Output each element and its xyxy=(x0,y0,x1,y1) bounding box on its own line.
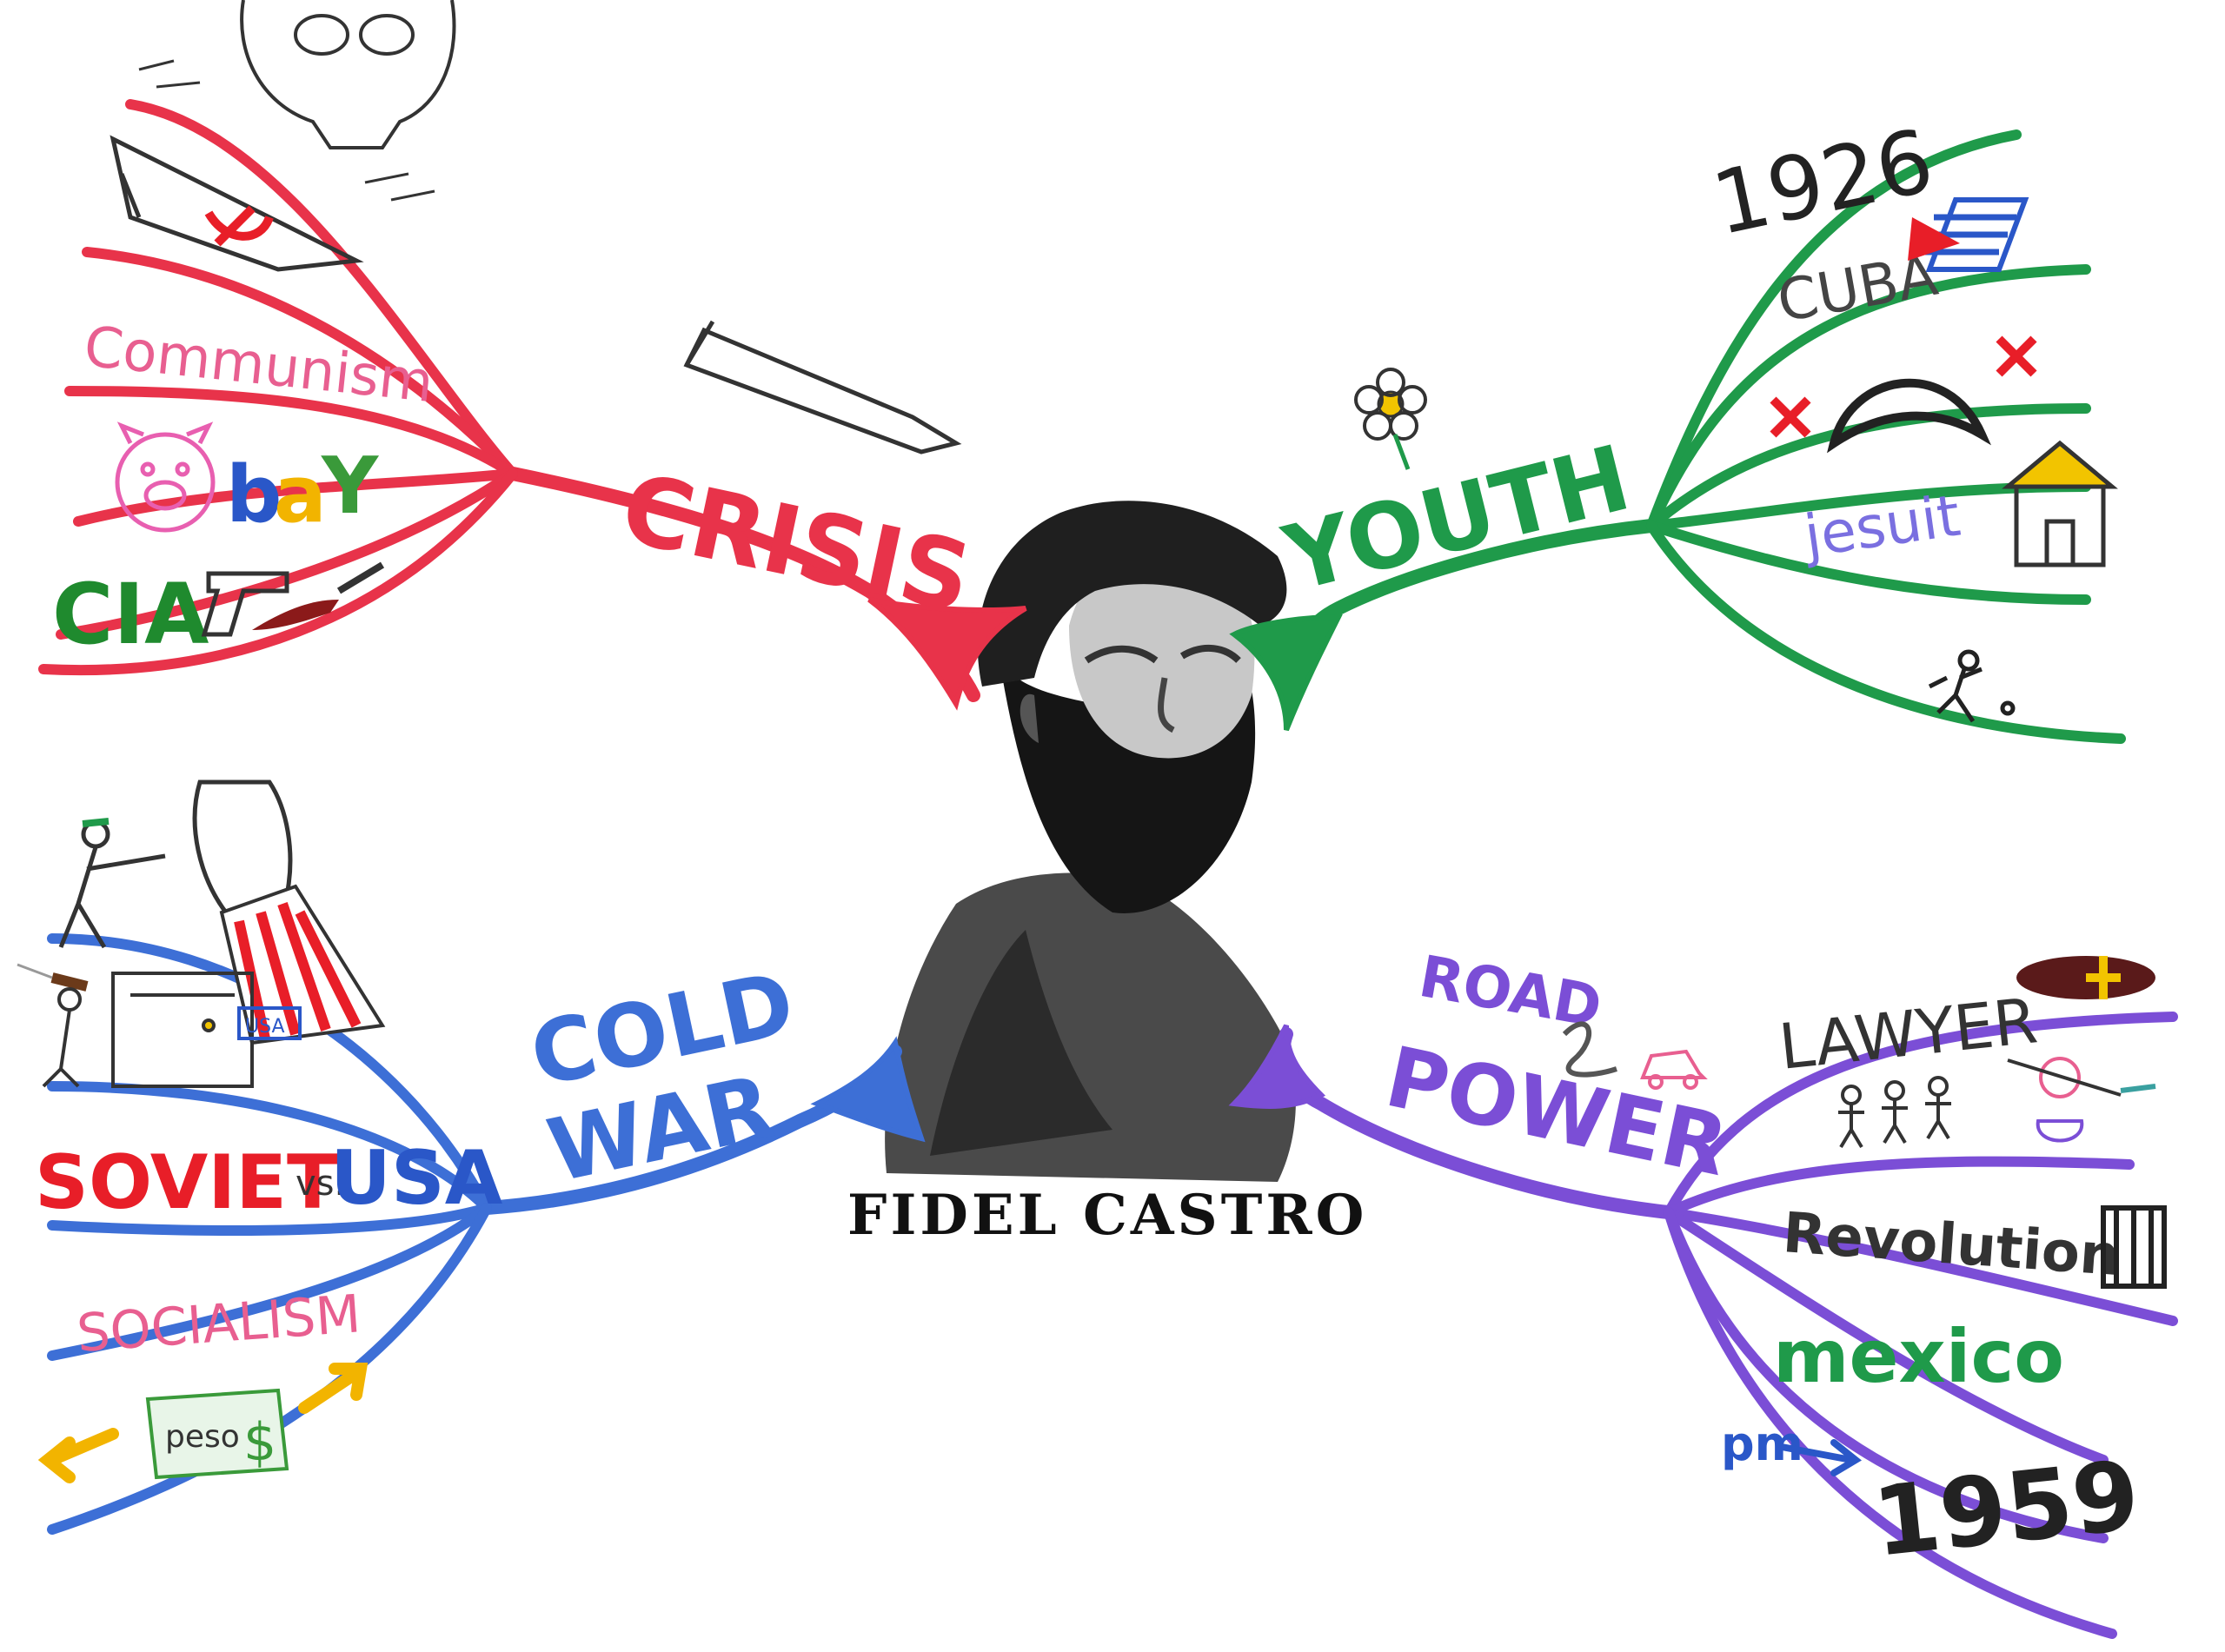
center-label: FIDEL CASTRO xyxy=(847,1183,1367,1248)
usa-sign-label: USA xyxy=(245,1016,285,1038)
portrait-icon xyxy=(885,501,1296,1182)
squiggle-icon xyxy=(1562,1021,1617,1078)
ebay-a-label: a xyxy=(274,449,327,541)
usa-label: USA xyxy=(330,1135,503,1222)
socialism-label: SOCIALISM xyxy=(75,1284,362,1364)
flower-icon xyxy=(1354,368,1427,470)
pm-label: pm xyxy=(1721,1416,1803,1471)
dollar-sign-label: $ xyxy=(243,1412,276,1473)
youth-label: YOUTH xyxy=(1273,425,1640,613)
jail-icon xyxy=(2101,1205,2167,1289)
soldier-icon xyxy=(58,818,166,949)
gun-icon xyxy=(201,571,289,637)
hammer-sickle-icon xyxy=(204,205,274,247)
jesuit-label: jesuit xyxy=(1799,482,1964,570)
year-1926-label: 1926 xyxy=(1704,109,1942,255)
raised-fist-icon xyxy=(192,780,386,1045)
arrow-left-icon xyxy=(37,1428,119,1483)
mexico-label: mexico xyxy=(1773,1314,2064,1399)
pig-icon xyxy=(115,421,216,533)
diploma-icon xyxy=(2016,956,2155,999)
cia-label: CIA xyxy=(52,566,209,663)
soviet-label: SOVIET xyxy=(35,1139,338,1226)
jesuit-hat-icon xyxy=(1770,335,2037,454)
ebay-b-label: b xyxy=(226,449,282,541)
peso-label: peso xyxy=(165,1419,240,1455)
peso-bill-icon xyxy=(145,1388,289,1480)
flag-icon xyxy=(1908,197,2029,272)
branch-power xyxy=(1228,1012,2178,1639)
knife-icon xyxy=(252,561,385,630)
stick-figures-icon xyxy=(1838,1057,2156,1149)
missile-icon xyxy=(683,320,962,454)
year-1959-label: 1959 xyxy=(1868,1440,2144,1578)
running-figure-icon xyxy=(1928,649,2016,723)
cigar-figure-icon xyxy=(17,963,302,1088)
revolution-label: Revolution xyxy=(1781,1201,2122,1289)
ebay-y-label: Y xyxy=(321,441,380,532)
skull-icon xyxy=(138,0,456,202)
arrow-right-icon xyxy=(1778,1439,1862,1476)
arrow-right-icon xyxy=(298,1363,369,1414)
missile-icon xyxy=(110,135,364,272)
vs-label: vs. xyxy=(296,1164,345,1204)
branch-crisis xyxy=(38,99,1027,711)
crisis-label: CRISIS xyxy=(613,452,980,634)
car-icon xyxy=(1640,1049,1708,1090)
branch-youth xyxy=(1229,129,2126,744)
house-icon xyxy=(2002,440,2118,567)
lawyer-label: LAWYER xyxy=(1776,984,2041,1084)
